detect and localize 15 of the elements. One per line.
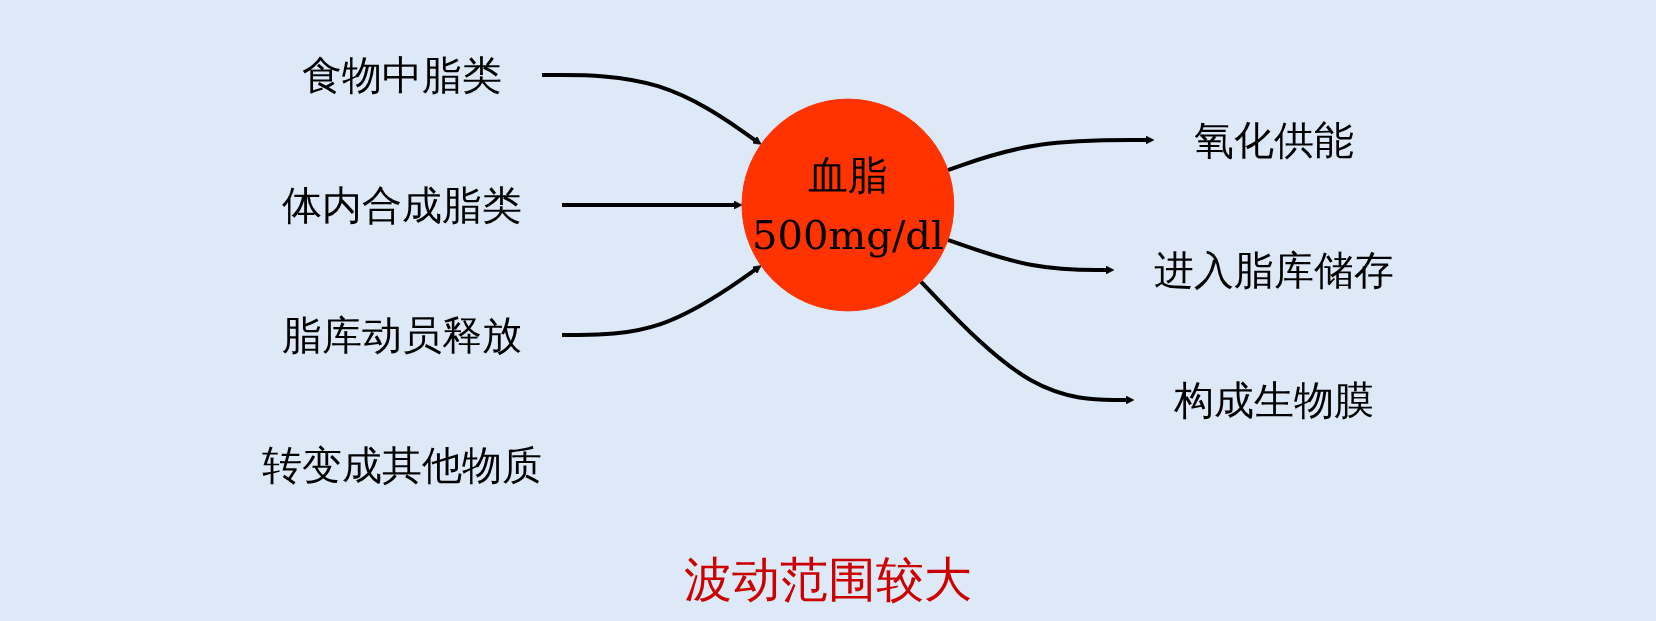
node-text: 构成生物膜: [1173, 377, 1374, 423]
arrow: [919, 280, 1135, 405]
node-text: 进入脂库储存: [1153, 247, 1394, 293]
arrow: [562, 265, 762, 337]
node-text: 食物中脂类: [302, 52, 503, 98]
arrow: [947, 135, 1155, 172]
node-text: 转变成其他物质: [262, 442, 543, 488]
node-text: 氧化供能: [1193, 117, 1354, 163]
arrow: [542, 73, 762, 145]
node-text: 体内合成脂类: [282, 182, 523, 228]
arrow: [562, 200, 743, 210]
node-text: 脂库动员释放: [282, 312, 523, 358]
note-text: 波动范围较大: [684, 551, 972, 607]
node-circle: 血脂 500mg/dl: [741, 98, 955, 312]
arrow: [947, 238, 1115, 275]
